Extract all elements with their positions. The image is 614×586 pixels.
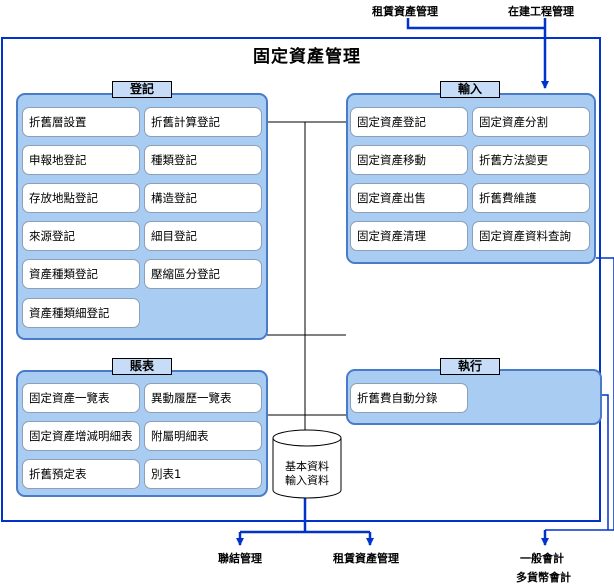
- right-outgoing-wires: [541, 257, 614, 546]
- input-item-asset-move[interactable]: 固定資產移動: [350, 145, 468, 175]
- database-cylinder: [272, 429, 342, 499]
- ext-output-general-ledger: 一般會計: [520, 552, 564, 565]
- ext-output-lease: 租賃資產管理: [333, 552, 399, 565]
- input-item-asset-query[interactable]: 固定資產資料查詢: [472, 221, 590, 251]
- register-item-asset-type-detail[interactable]: 資產種類細登記: [22, 298, 140, 328]
- ext-input-construction: 在建工程管理: [508, 5, 574, 18]
- report-item-depreciation-plan[interactable]: 折舊預定表: [22, 459, 140, 489]
- register-item-category[interactable]: 種類登記: [144, 145, 262, 175]
- input-item-depreciation-maint[interactable]: 折舊費維護: [472, 183, 590, 213]
- register-item-depreciation-calc[interactable]: 折舊計算登記: [144, 107, 262, 137]
- report-item-change-history[interactable]: 異動履歷一覽表: [144, 383, 262, 413]
- register-item-compression[interactable]: 壓縮區分登記: [144, 259, 262, 289]
- database-label-input: 輸入資料: [285, 474, 329, 487]
- execute-panel-title: 執行: [440, 358, 500, 375]
- incoming-wires: [406, 18, 549, 89]
- report-item-attached-detail[interactable]: 附屬明細表: [144, 421, 262, 451]
- internal-connectors: [267, 121, 346, 438]
- register-item-declaration-place[interactable]: 申報地登記: [22, 145, 140, 175]
- register-item-storage-location[interactable]: 存放地點登記: [22, 183, 140, 213]
- ext-output-multicurrency: 多貨幣會計: [516, 571, 571, 584]
- report-item-asset-list[interactable]: 固定資產一覽表: [22, 383, 140, 413]
- register-item-detail[interactable]: 細目登記: [144, 221, 262, 251]
- register-item-asset-type[interactable]: 資產種類登記: [22, 259, 140, 289]
- database-label-basic: 基本資料: [285, 460, 329, 473]
- input-item-asset-split[interactable]: 固定資產分割: [472, 107, 590, 137]
- register-item-depreciation-layer[interactable]: 折舊層設置: [22, 107, 140, 137]
- ext-output-consolidation: 聯結管理: [218, 552, 262, 565]
- report-item-increase-decrease[interactable]: 固定資產增減明細表: [22, 421, 140, 451]
- input-item-asset-sale[interactable]: 固定資產出售: [350, 183, 468, 213]
- report-item-table-1[interactable]: 別表1: [144, 459, 262, 489]
- register-item-structure[interactable]: 構造登記: [144, 183, 262, 213]
- reports-panel-title: 賬表: [112, 358, 172, 375]
- register-item-source[interactable]: 來源登記: [22, 221, 140, 251]
- register-panel-title: 登記: [112, 81, 172, 98]
- execute-item-auto-journal[interactable]: 折舊費自動分錄: [350, 383, 468, 413]
- main-title: 固定資產管理: [253, 47, 361, 67]
- input-item-method-change[interactable]: 折舊方法變更: [472, 145, 590, 175]
- bottom-outgoing-wires: [236, 498, 374, 546]
- input-item-asset-disposal[interactable]: 固定資產清理: [350, 221, 468, 251]
- ext-input-lease: 租賃資產管理: [372, 5, 438, 18]
- input-panel-title: 輸入: [440, 81, 500, 98]
- input-item-asset-register[interactable]: 固定資產登記: [350, 107, 468, 137]
